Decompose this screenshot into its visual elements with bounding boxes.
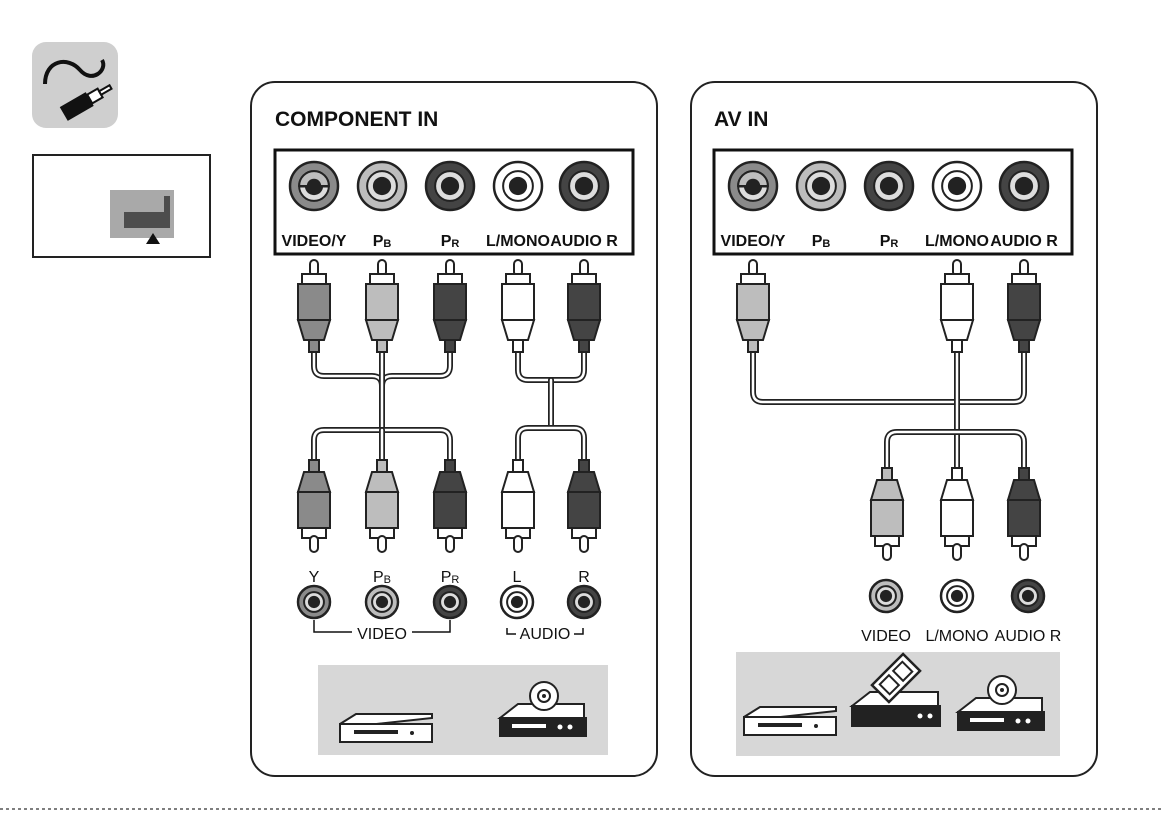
cable-plug-top-4: [502, 260, 534, 352]
audio-group-label: AUDIO: [520, 626, 571, 643]
dvd-player-icon: [340, 714, 432, 742]
cable-plug-top-2: [366, 260, 398, 352]
device-port-label: L: [513, 569, 522, 586]
panel-title: AV IN: [714, 108, 768, 131]
cable-plug-top-video: [737, 260, 769, 352]
cable-plug-bottom-lmono: [941, 468, 973, 560]
dvd-player-icon: [744, 707, 836, 735]
tv-port-2: [358, 162, 406, 210]
device-port-5: [568, 586, 600, 618]
tv-port-label: AUDIO R: [990, 233, 1058, 250]
cable-plug-top-5: [568, 260, 600, 352]
cable-plug-top-1: [298, 260, 330, 352]
tv-port-4: [494, 162, 542, 210]
tv-port-label: VIDEO/Y: [282, 233, 347, 250]
device-port-1: [870, 580, 902, 612]
tv-port-label: L/MONO: [925, 233, 989, 250]
cable-plug-bottom-1: [298, 460, 330, 552]
panel-title: COMPONENT IN: [275, 108, 438, 131]
device-port-label: AUDIO R: [995, 628, 1062, 645]
device-port-label: Y: [309, 569, 320, 586]
device-port-2: [366, 586, 398, 618]
device-port-1: [298, 586, 330, 618]
device-port-3: [1012, 580, 1044, 612]
device-port-2: [941, 580, 973, 612]
tv-port-5: [560, 162, 608, 210]
tv-port-5: [1000, 162, 1048, 210]
device-port-4: [501, 586, 533, 618]
cable-plug-bottom-4: [502, 460, 534, 552]
device-port-label: L/MONO: [925, 628, 988, 645]
tv-port-label: L/MONO: [486, 233, 550, 250]
cable-plug-bottom-3: [434, 460, 466, 552]
tv-port-4: [933, 162, 981, 210]
cable-plug-top-audior: [1008, 260, 1040, 352]
cable-plug-top-3: [434, 260, 466, 352]
cable-plug-bottom-5: [568, 460, 600, 552]
device-port-label: VIDEO: [861, 628, 911, 645]
device-port-3: [434, 586, 466, 618]
device-port-label: R: [578, 569, 590, 586]
cable-plug-bottom-video: [871, 468, 903, 560]
tv-port-3: [426, 162, 474, 210]
cable-plug-bottom-audior: [1008, 468, 1040, 560]
tv-port-label: VIDEO/Y: [721, 233, 786, 250]
port-position-icon: [33, 155, 210, 257]
tv-port-label: AUDIO R: [550, 233, 618, 250]
video-group-label: VIDEO: [357, 626, 407, 643]
cable-plug-top-lmono: [941, 260, 973, 352]
tv-port-1: [729, 162, 777, 210]
cable-icon: [32, 42, 118, 128]
tv-port-1: [290, 162, 338, 210]
cable-plug-bottom-2: [366, 460, 398, 552]
tv-port-2: [797, 162, 845, 210]
tv-port-3: [865, 162, 913, 210]
